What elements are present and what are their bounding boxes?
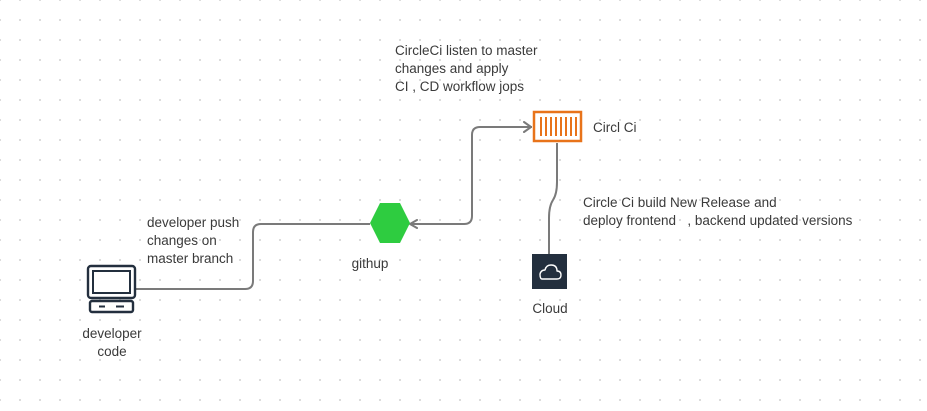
- monitor-icon[interactable]: [86, 264, 137, 314]
- developer-code-label: developer code: [82, 326, 142, 359]
- connector-circleci-github[interactable]: [409, 126, 532, 229]
- connector-developer-github[interactable]: [136, 223, 370, 290]
- annotation-circleci-build: Circle Ci build New Release and deploy f…: [583, 195, 853, 228]
- connector-circleci-cloud[interactable]: [548, 143, 558, 254]
- github-label: githup: [351, 256, 389, 271]
- annotation-developer-push: developer push changes on master branch: [147, 215, 240, 266]
- container-icon[interactable]: [532, 110, 583, 143]
- annotation-circleci-listen: CircleCi listen to master changes and ap…: [395, 43, 538, 94]
- circleci-label: Circl Ci: [593, 120, 637, 135]
- hexagon-icon[interactable]: [370, 203, 410, 243]
- cloud-icon[interactable]: [532, 254, 567, 289]
- cloud-label: Cloud: [532, 301, 568, 316]
- connector-arrowhead-circleci: [523, 121, 532, 133]
